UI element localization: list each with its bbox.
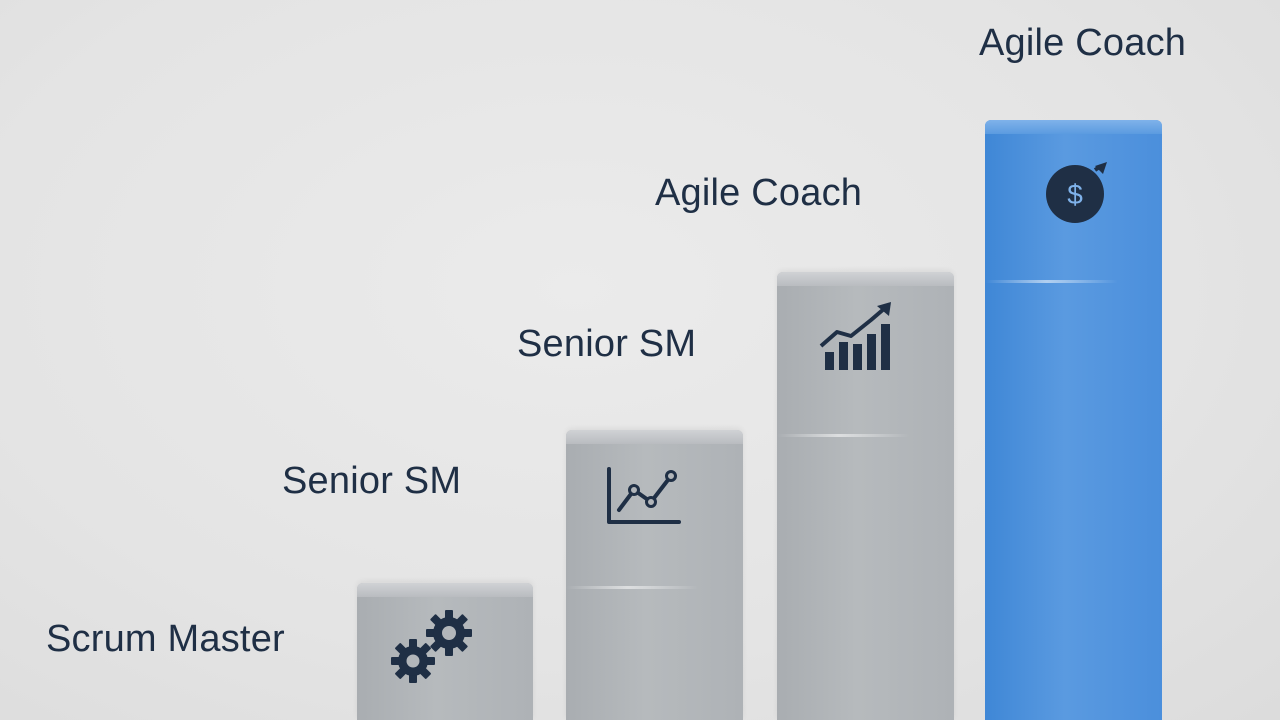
line-chart-icon [607,467,681,524]
gears-icon [391,610,472,683]
step-label-scrum-master: Scrum Master [46,618,285,660]
bar-chart-growth-icon [819,302,891,370]
svg-text:$: $ [1067,179,1083,210]
step-label-agile-coach: Agile Coach [655,172,863,214]
step-bar-senior-sm-2 [777,272,954,720]
step-bar-senior-sm-1 [566,430,743,720]
step-bar-scrum-master [357,583,533,720]
step-label-senior-sm-1: Senior SM [282,460,462,502]
top-label-agile-coach: Agile Coach [979,22,1187,64]
step-label-senior-sm-2: Senior SM [517,323,697,365]
step-bar-agile-coach: $ [985,120,1162,720]
dollar-coin-icon: $ [1046,162,1107,223]
